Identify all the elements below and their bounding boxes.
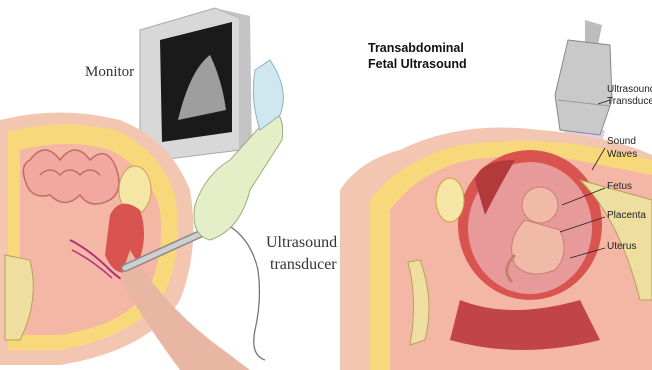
- transducer-label-line1: Ultrasound: [266, 234, 337, 252]
- abdomen-cross-section: [340, 128, 652, 370]
- label-uterus: Uterus: [607, 241, 636, 253]
- label-fetus: Fetus: [607, 181, 632, 193]
- abdominal-transducer: [555, 20, 612, 135]
- label-transducer-line1: Ultrasound: [607, 84, 652, 96]
- label-placenta: Placenta: [607, 210, 646, 222]
- transducer-label-line2: transducer: [270, 256, 337, 274]
- monitor-device: [140, 8, 252, 160]
- title-line1: Transabdominal: [368, 40, 464, 56]
- title-line2: Fetal Ultrasound: [368, 56, 467, 72]
- transvaginal-drawing: [0, 0, 340, 370]
- transvaginal-illustration: Monitor Ultrasound transducer: [0, 0, 340, 370]
- label-sound-line2: Waves: [607, 149, 637, 161]
- monitor-label: Monitor: [85, 64, 134, 81]
- label-sound-line1: Sound: [607, 136, 636, 148]
- transabdominal-illustration: Transabdominal Fetal Ultrasound Ultrasou…: [340, 0, 652, 370]
- label-transducer-line2: Transducer: [607, 96, 652, 108]
